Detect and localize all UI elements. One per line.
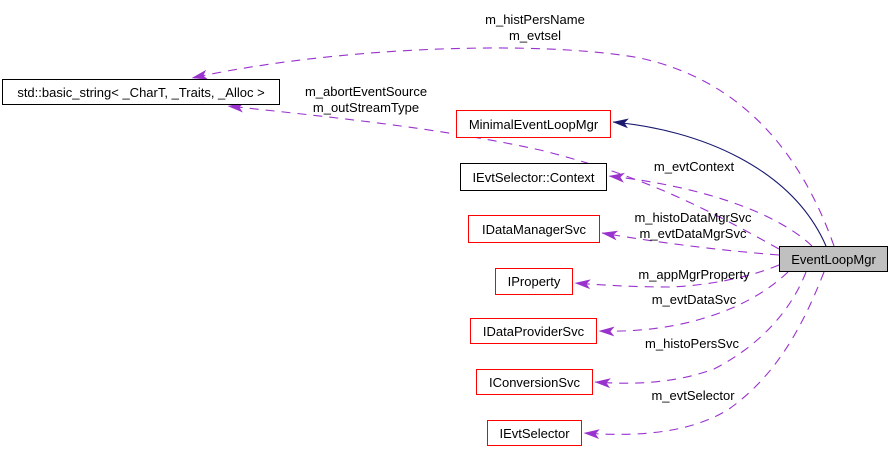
node-label: IEvtSelector — [499, 425, 570, 441]
edge-label-histpersname-evtsel: m_histPersName m_evtsel — [435, 12, 635, 44]
edge-label-aborteventsource-outstreamtype: m_abortEventSource m_outStreamType — [266, 84, 466, 116]
edge-m-appmgrproperty — [574, 264, 780, 290]
edge-label-evtdatasvc: m_evtDataSvc — [594, 292, 794, 308]
edge-m-evtselector — [583, 271, 825, 440]
node-ievtselector[interactable]: IEvtSelector — [487, 420, 582, 446]
node-label: IDataProviderSvc — [482, 323, 585, 339]
node-idatamanagersvc[interactable]: IDataManagerSvc — [468, 215, 600, 243]
edge-inheritance-minimal-event-loop-mgr — [612, 118, 827, 247]
edge-label-line: m_histoPersSvc — [645, 336, 739, 351]
node-label: std::basic_string< _CharT, _Traits, _All… — [17, 84, 265, 100]
node-label: IDataManagerSvc — [481, 221, 587, 237]
node-label: IEvtSelector::Context — [472, 169, 595, 185]
node-std-basic-string[interactable]: std::basic_string< _CharT, _Traits, _All… — [2, 79, 280, 105]
node-iconversionsvc[interactable]: IConversionSvc — [476, 369, 593, 395]
edge-m-histpersname-m-evtsel — [191, 47, 835, 247]
edge-label-histodatamgrsvc-evtdatamgrsvc: m_histoDataMgrSvc m_evtDataMgrSvc — [593, 210, 793, 242]
edge-label-evtcontext: m_evtContext — [619, 159, 769, 175]
edge-label-line: m_evtDataMgrSvc — [639, 226, 747, 241]
edge-label-evtselector: m_evtSelector — [593, 388, 793, 404]
node-event-loop-mgr: EventLoopMgr — [779, 246, 888, 272]
node-ievtselector-context[interactable]: IEvtSelector::Context — [460, 163, 607, 191]
edge-label-histoperssvc: m_histoPersSvc — [592, 336, 792, 352]
edge-label-line: m_abortEventSource — [304, 84, 428, 99]
edge-m-histoperssvc — [594, 271, 807, 389]
edge-label-line: m_appMgrProperty — [638, 267, 750, 282]
edge-m-evtcontext — [608, 172, 813, 247]
edge-label-appmgrproperty: m_appMgrProperty — [594, 267, 794, 283]
node-label: EventLoopMgr — [791, 251, 876, 267]
edge-label-line: m_evtDataSvc — [651, 292, 737, 307]
edge-m-evtdatasvc — [598, 271, 789, 337]
edge-label-line: m_histPersName — [485, 12, 585, 27]
edge-label-line: m_outStreamType — [312, 100, 420, 115]
edge-m-histodatamgrsvc-m-evtdatamgrsvc — [601, 230, 780, 256]
node-minimal-event-loop-mgr[interactable]: MinimalEventLoopMgr — [456, 110, 611, 138]
edge-m-aborteventsource-m-outstreamtype — [227, 102, 780, 250]
edge-label-line: m_evtContext — [653, 159, 735, 174]
edge-label-line: m_evtsel — [508, 28, 562, 43]
node-label: MinimalEventLoopMgr — [468, 116, 599, 132]
edge-label-line: m_histoDataMgrSvc — [634, 210, 752, 225]
edge-label-line: m_evtSelector — [651, 388, 735, 403]
node-label: IProperty — [507, 274, 561, 289]
node-iproperty[interactable]: IProperty — [495, 268, 573, 295]
node-label: IConversionSvc — [488, 374, 581, 390]
node-idataprovidersvc[interactable]: IDataProviderSvc — [470, 318, 597, 344]
